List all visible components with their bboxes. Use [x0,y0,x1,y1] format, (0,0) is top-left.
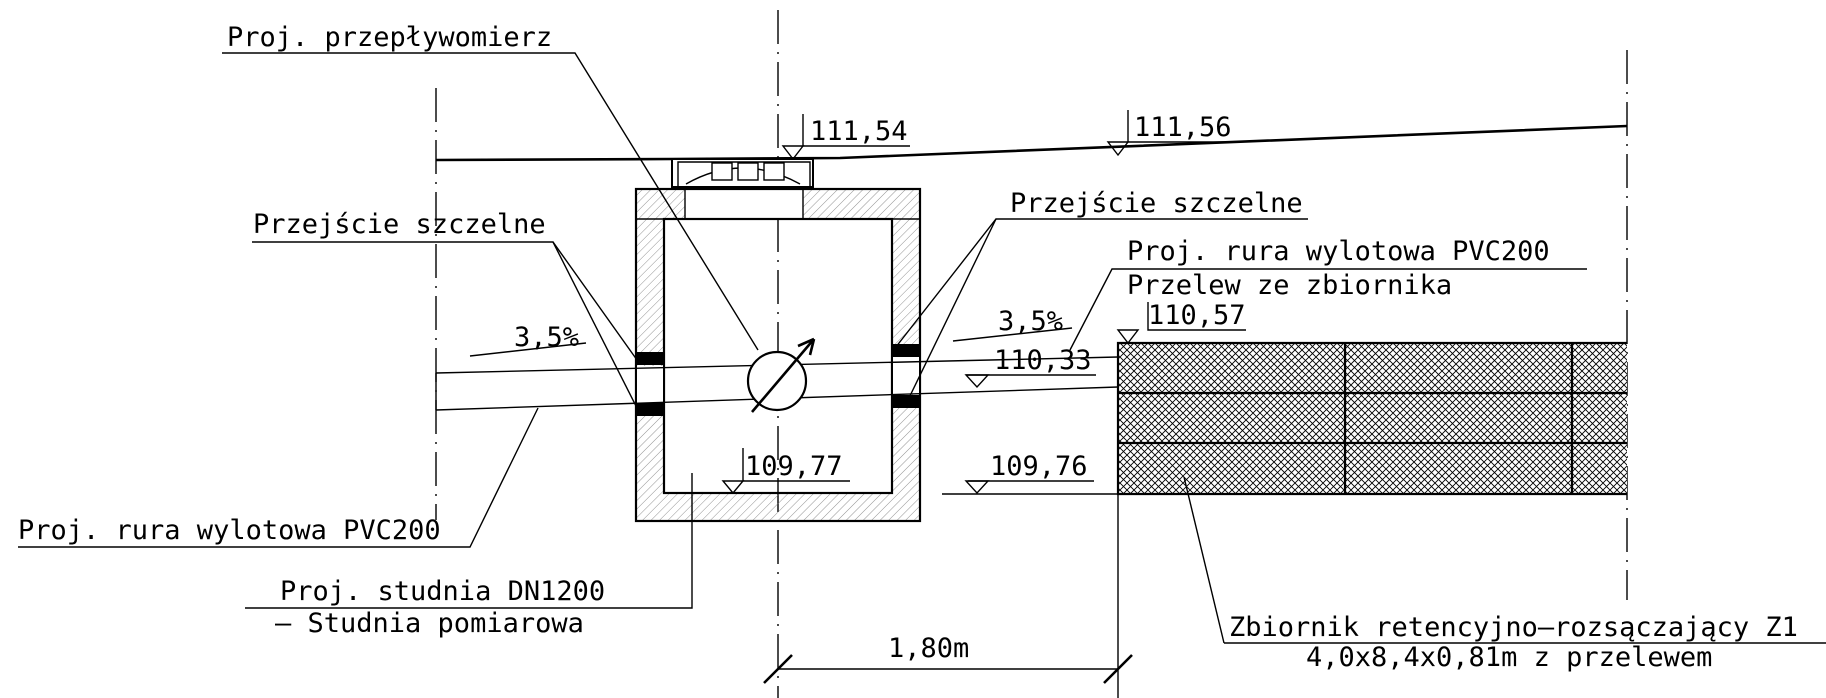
elevation-markers [721,110,1246,495]
elevation-manhole-top: 111,54 [810,116,908,147]
label-outlet-pipe-right: Proj. rura wylotowa PVC200 [1127,236,1550,267]
label-outlet-pipe-left: Proj. rura wylotowa PVC200 [18,515,441,546]
label-flowmeter: Proj. przepływomierz [227,22,552,53]
leader-lines [18,52,1826,644]
elevation-tank-bottom: 109,76 [990,451,1088,482]
label-seal-right: Przejście szczelne [1010,188,1303,219]
label-overflow: Przelew ze zbiornika [1127,270,1452,301]
label-tank-line2: 4,0x8,4x0,81m z przelewem [1306,642,1712,673]
seal-right-top [892,344,919,357]
retention-tank [1116,341,1627,698]
dimension-line [763,654,1133,684]
ground-line [435,124,1628,162]
elevation-overflow: 110,57 [1148,300,1246,331]
manhole-cover [671,158,814,188]
flowmeter-symbol [746,337,816,413]
label-well-line2: – Studnia pomiarowa [275,608,584,639]
label-seal-left: Przejście szczelne [253,209,546,240]
label-well-line1: Proj. studnia DN1200 [280,576,605,607]
label-tank-line1: Zbiornik retencyjno–rozsączający Z1 [1229,612,1798,643]
measuring-well [634,187,922,523]
seal-left-top [637,352,664,365]
elevation-ground-right: 111,56 [1134,112,1232,143]
elevation-well-bottom: 109,77 [745,451,843,482]
elevation-pipe-outlet: 110,33 [994,345,1092,376]
slope-right: 3,5% [998,306,1063,337]
seal-right-bottom [892,395,919,408]
dimension-label: 1,80m [888,633,969,664]
slope-left: 3,5% [514,322,579,353]
seal-left-bottom [637,403,664,416]
